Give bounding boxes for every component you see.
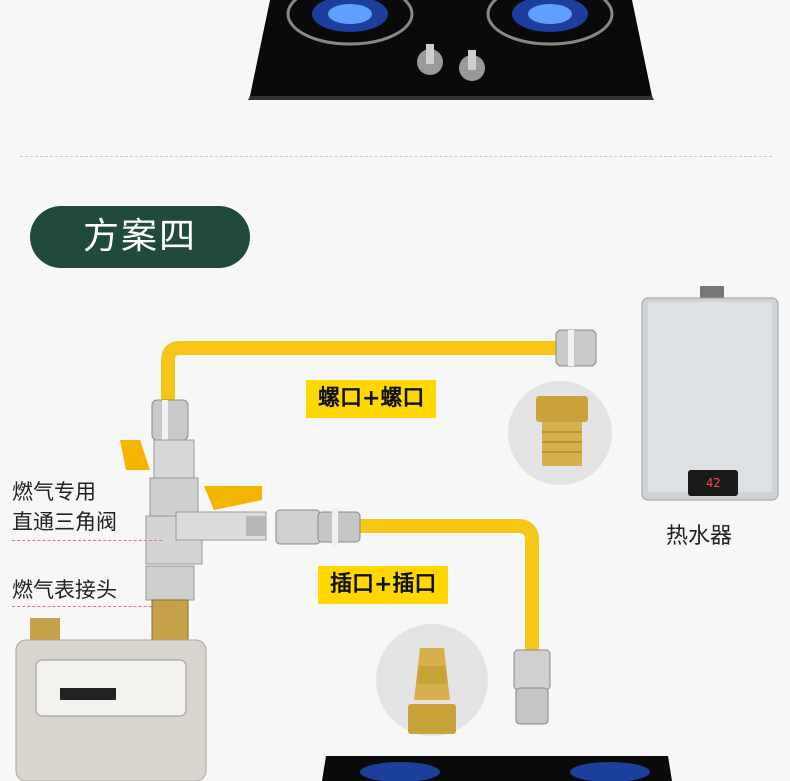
- screw-to-screw-label: 螺口+螺口: [306, 380, 436, 418]
- straight-triangle-valve: [120, 440, 266, 564]
- meter-joint-nut: [146, 566, 194, 640]
- water-heater: [642, 286, 778, 500]
- heater-side-nut: [556, 330, 596, 366]
- bottom-gas-stove: [322, 756, 672, 781]
- valve-label-line1: 燃气专用: [12, 478, 96, 506]
- lower-left-plug-fitting: [276, 508, 360, 546]
- water-heater-label: 热水器: [666, 518, 732, 550]
- meter-joint-underline: [12, 606, 172, 607]
- barb-fitting-circle: [376, 624, 488, 736]
- lower-right-plug-fitting: [514, 650, 550, 724]
- plug-to-plug-label: 插口+插口: [318, 566, 448, 604]
- valve-label-line2: 直通三角阀: [12, 508, 117, 536]
- gas-meter: [16, 618, 206, 781]
- heater-display-value: 42: [706, 476, 720, 490]
- meter-joint-label: 燃气表接头: [12, 576, 117, 604]
- valve-label-underline: [12, 540, 162, 541]
- screw-fitting-circle: [508, 381, 612, 485]
- valve-side-nut: [152, 400, 188, 440]
